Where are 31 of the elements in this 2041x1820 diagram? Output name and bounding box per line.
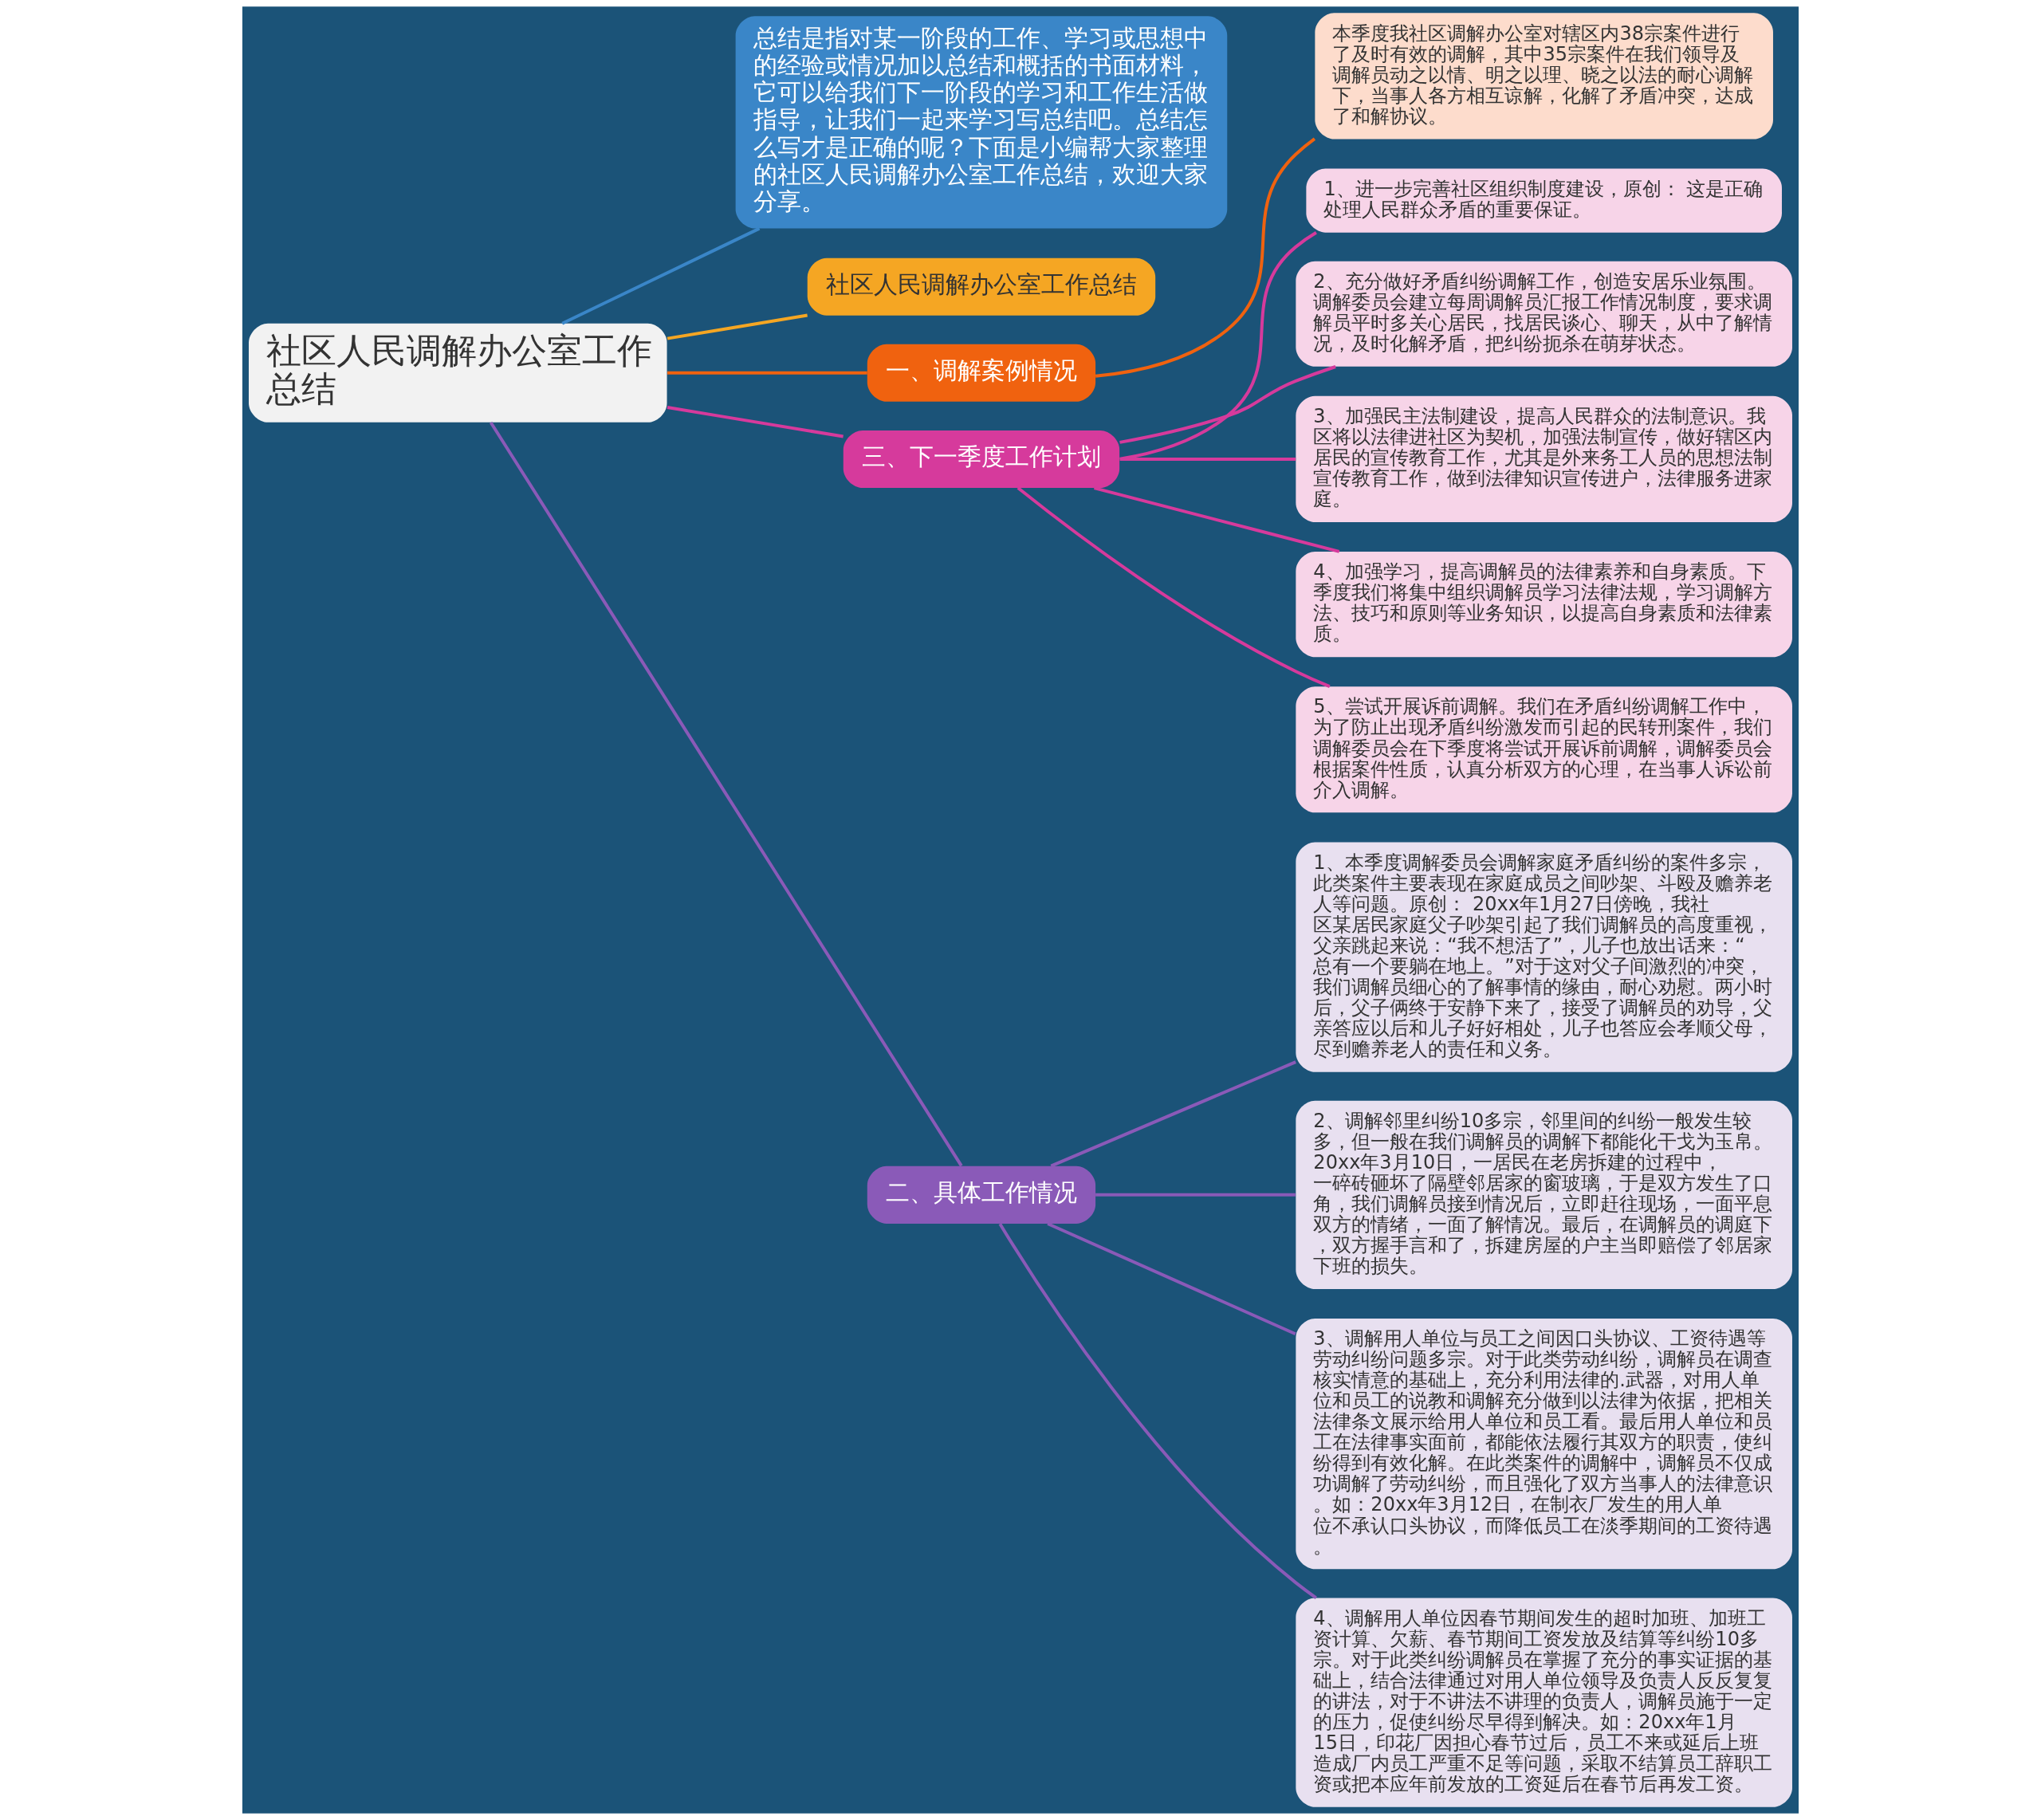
connector [1119,457,1296,461]
node-box: 2、调解邻里纠纷10多宗，邻里间的纠纷一般发生较多，但一般在我们调解员的调解下都能化干戈为玉帛。20xx年3月10日，一居民在老房拆建的过程中，一碎砖砸坏了隔壁邻居家的窗玻璃，于是双方发生了口角，我们调解员接到情况后，立即赶往现场，一面平息双方的情绪，一面了解情况。最后，在调解员的调庭下，双方握手言和了，拆建房屋的户主当即赔偿了邻居家下班的损失。 [1296,1100,1792,1289]
node-box: 一、调解案例情况 [867,344,1096,402]
node-box: 总结是指对某一阶段的工作、学习或思想中的经验或情况加以总结和概括的书面材料，它可以给我们下一阶段的学习和工作生活做指导，让我们一起来学习写总结吧。总结怎么写才是正确的呢？下面是小编帮大家整理的社区人民调解办公室工作总结，欢迎大家分享。 [735,16,1228,229]
connector [667,313,808,340]
connector [667,406,844,438]
connector [1095,137,1316,378]
node-box: 二、具体工作情况 [867,1166,1096,1224]
connector [1119,231,1317,461]
node-box: 3、加强民主法制建设，提高人民群众的法制意识。我区将以法律进社区为契机，加强法制宣传，做好辖区内居民的宣传教育工作，尤其是外来务工人员的思想法制宣传教育工作，做到法律知识宣传进户，法律服务进家庭。 [1296,395,1792,522]
node-box: 社区人民调解办公室工作总结 [249,323,667,423]
connector [489,421,963,1167]
node-box: 本季度我社区调解办公室对辖区内38宗案件进行了及时有效的调解，其中35宗案件在我们领导及调解员动之以情、明之以理、晓之以法的耐心调解下，当事人各方相互谅解，化解了矛盾冲突，达成了和解协议。 [1315,13,1773,140]
connector [1119,365,1336,444]
connector [1095,1193,1296,1197]
node-box: 4、调解用人单位因春节期间发生的超时加班、加班工资计算、欠薪、春节期间工资发放及结算等纠纷10多宗。对于此类纠纷调解员在掌握了充分的事实证据的基础上，结合法律通过对用人单位领导及负责人反反复复的讲法，对于不讲法不讲理的负责人，调解员施于一定的压力，促使纠纷尽早得到解决。如：20xx年1月15日，印花厂因担心春节过后，员工不来或延后上班造成厂内员工严重不足等问题，采取不结算员工辞职工资或把本应年前发放的工资延后在春节后再发工资。 [1296,1598,1792,1807]
node-box: 4、加强学习，提高调解员的法律素养和自身素质。下季度我们将集中组织调解员学习法律法规，学习调解方法、技巧和原则等业务知识，以提高自身素质和法律素质。 [1296,552,1792,658]
connector [561,226,761,325]
connector [1017,486,1331,688]
node-box: 1、进一步完善社区组织制度建设，原创： 这是正确处理人民群众矛盾的重要保证。 [1306,168,1782,233]
node-box: 社区人民调解办公室工作总结 [807,257,1156,316]
connector [1093,486,1340,553]
connector [1047,1222,1296,1336]
node-box: 1、本季度调解委员会调解家庭矛盾纠纷的案件多宗，此类案件主要表现在家庭成员之间吵架、斗殴及赡养老人等问题。原创： 20xx年1月27日傍晚，我社区某居民家庭父子吵架引起了我们调解员的高度重视，父亲跳起来说：“我不想活了”，儿子也放出话来：“总有一个要躺在地上。”对于这对父子间激烈的冲突，我们调解员细心的了解事情的缘由，耐心劝慰。两小时后，父子俩终于安静下来了，接受了调解员的劝导，父亲答应以后和儿子好好相处，儿子也答应会孝顺父母，尽到赡养老人的责任和义务。 [1296,842,1792,1072]
connector [667,371,867,375]
node-box: 2、充分做好矛盾纠纷调解工作，创造安居乐业氛围。调解委员会建立每周调解员汇报工作情况制度，要求调解员平时多关心居民，找居民谈心、聊天，从中了解情况，及时化解矛盾，把纠纷扼杀在萌芽状态。 [1296,261,1792,367]
node-box: 5、尝试开展诉前调解。我们在矛盾纠纷调解工作中，为了防止出现矛盾纠纷激发而引起的民转刑案件，我们调解委员会在下季度将尝试开展诉前调解，调解委员会根据案件性质，认真分析双方的心理，在当事人诉讼前介入调解。 [1296,686,1792,813]
node-box: 3、调解用人单位与员工之间因口头协议、工资待遇等劳动纠纷问题多宗。对于此类劳动纠纷，调解员在调查核实情意的基础上，充分利用法律的.武器，对用人单位和员工的说教和调解充分做到以法律为依据，把相关法律条文展示给用人单位和员工看。最后用人单位和员工在法律事实面前，都能依法履行其双方的职责，使纠纷得到有效化解。在此类案件的调解中，调解员不仅成功调解了劳动纠纷，而且强化了双方当事人的法律意识。如：20xx年3月12日，在制衣厂发生的用人单位不承认口头协议，而降低员工在淡季期间的工资待遇。 [1296,1319,1792,1570]
node-box: 三、下一季度工作计划 [843,430,1120,488]
connector [998,1223,1317,1599]
connector [1050,1060,1296,1168]
